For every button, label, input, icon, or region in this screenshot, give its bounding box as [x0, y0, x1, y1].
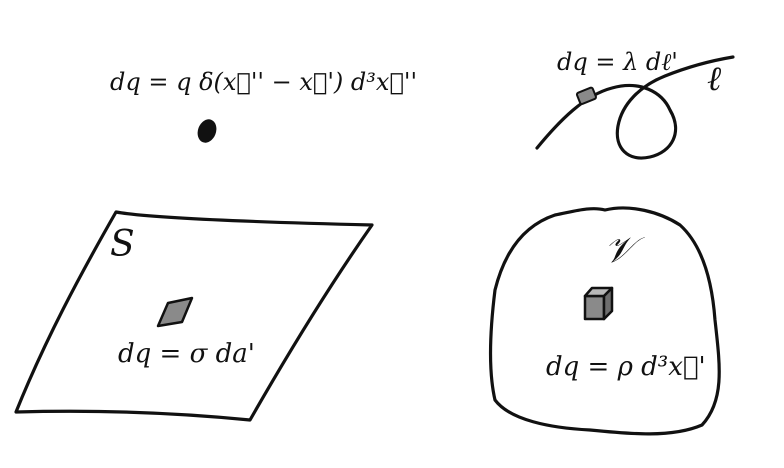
surface-label: S	[110, 224, 135, 265]
line-charge-formula: dq = λ dℓ'	[557, 48, 678, 76]
cube-front-face	[583, 294, 606, 321]
curve-label: ℓ	[707, 59, 721, 99]
volume-element-cube	[583, 286, 614, 321]
point-charge-dot	[197, 119, 217, 143]
surface-sheet	[14, 210, 374, 422]
volume-charge-panel: 𝒱 dq = ρ d³x⃗'	[488, 206, 721, 436]
line-charge-panel: dq = λ dℓ' ℓ	[535, 48, 735, 160]
point-charge-formula: dq = q δ(x⃗'' − x⃗') d³x⃗''	[110, 68, 417, 96]
line-element-segment	[575, 86, 597, 105]
surface-element-patch	[156, 296, 194, 328]
volume-label: 𝒱	[604, 230, 645, 271]
point-charge-panel: dq = q δ(x⃗'' − x⃗') d³x⃗''	[110, 68, 417, 143]
volume-blob	[488, 206, 721, 436]
cube-side-face	[602, 286, 614, 321]
surface-charge-formula: dq = σ da'	[118, 339, 255, 369]
line-charge-curve	[535, 55, 735, 160]
surface-charge-panel: S dq = σ da'	[14, 210, 374, 422]
volume-charge-formula: dq = ρ d³x⃗'	[546, 352, 706, 382]
